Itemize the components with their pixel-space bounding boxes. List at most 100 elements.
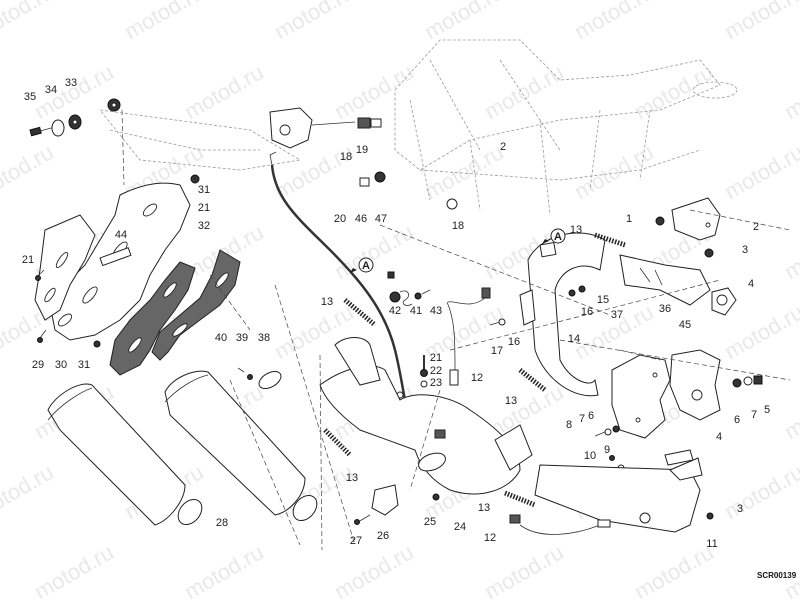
pipe-37	[619, 254, 737, 316]
watermark-text: motod.ru	[270, 0, 358, 44]
part-number-9: 9	[604, 444, 610, 456]
hardware-33-34-35	[29, 98, 200, 186]
part-number-11: 11	[706, 538, 717, 550]
part-number-46: 46	[355, 213, 367, 225]
clamp-bracket-32	[109, 249, 241, 376]
watermark-text: motod.ru	[330, 539, 418, 600]
part-number-7: 7	[751, 409, 757, 421]
part-number-25: 25	[424, 516, 436, 528]
part-number-12: 12	[471, 372, 483, 384]
watermark-text: motod.ru	[480, 59, 568, 124]
part-number-31: 31	[198, 184, 210, 196]
part-number-6: 6	[734, 414, 740, 426]
lambda-sensor-12	[446, 287, 611, 535]
svg-text:A: A	[362, 260, 370, 272]
watermark-text: motod.ru	[720, 299, 800, 364]
part-number-24: 24	[454, 521, 466, 533]
part-number-27: 27	[350, 535, 362, 547]
collector-pipe-24	[319, 337, 533, 495]
silencer-right	[164, 370, 318, 522]
guard-26	[354, 484, 440, 525]
watermark-text: motod.ru	[720, 0, 800, 44]
watermark-text: motod.ru	[570, 0, 658, 44]
part-number-43: 43	[430, 305, 442, 317]
part-number-41: 41	[410, 305, 422, 317]
hardware-21-22-23	[35, 269, 428, 388]
part-number-16: 16	[508, 336, 520, 348]
watermark-text: motod.ru	[180, 539, 268, 600]
heat-shield-44	[34, 214, 132, 321]
part-number-28: 28	[216, 517, 228, 529]
brake-pump-assembly	[269, 107, 382, 149]
part-number-42: 42	[389, 305, 401, 317]
part-number-16: 16	[581, 306, 593, 318]
part-number-26: 26	[377, 530, 389, 542]
part-number-37: 37	[611, 309, 623, 321]
watermark-text: motod.ru	[420, 139, 508, 204]
watermark-text: motod.ru	[630, 539, 718, 600]
reference-marker-a: A	[350, 257, 374, 273]
frame-label: 2	[500, 141, 506, 153]
part-number-38: 38	[258, 332, 270, 344]
part-number-5: 5	[764, 404, 770, 416]
part-number-39: 39	[236, 332, 248, 344]
drawing-code: SCR00139	[757, 571, 797, 580]
part-number-40: 40	[215, 332, 227, 344]
part-number-18: 18	[340, 151, 352, 163]
part-number-20: 20	[334, 213, 346, 225]
watermark-text: motod.ru	[570, 139, 658, 204]
part-number-19: 19	[356, 144, 368, 156]
part-number-21: 21	[22, 254, 34, 266]
watermark-text: motod.ru	[480, 539, 568, 600]
part-number-45: 45	[679, 319, 691, 331]
heat-shield-36	[611, 354, 671, 439]
part-number-13: 13	[505, 395, 517, 407]
part-number-35: 35	[24, 91, 36, 103]
part-number-31: 31	[78, 359, 90, 371]
watermark-text: motod.ru	[0, 459, 58, 524]
part-number-14: 14	[568, 333, 580, 345]
part-number-7: 7	[579, 413, 585, 425]
svg-text:A: A	[554, 231, 562, 243]
watermark-text: motod.ru	[780, 59, 800, 124]
part-number-23: 23	[430, 377, 442, 389]
part-number-21: 21	[198, 202, 210, 214]
reference-markers: AA	[350, 228, 566, 273]
part-number-13: 13	[346, 472, 358, 484]
part-number-10: 10	[584, 450, 596, 462]
watermark-text: motod.ru	[630, 59, 718, 124]
heat-shield-2	[655, 197, 721, 258]
assembly-lines	[209, 209, 791, 551]
part-number-13: 13	[478, 502, 490, 514]
watermark-text: motod.ru	[420, 0, 508, 44]
part-number-17: 17	[491, 345, 503, 357]
part-number-12: 12	[484, 532, 496, 544]
pipe-11	[534, 449, 714, 533]
part-number-6: 6	[588, 410, 594, 422]
part-number-44: 44	[115, 229, 127, 241]
part-number-13: 13	[321, 296, 333, 308]
part-number-8: 8	[566, 419, 572, 431]
hardware-5-6-7-8	[594, 375, 763, 472]
watermark-text: motod.ru	[780, 219, 800, 284]
part-number-21: 21	[430, 352, 442, 364]
part-number-30: 30	[55, 359, 67, 371]
part-number-15: 15	[597, 294, 609, 306]
part-number-2: 2	[753, 221, 759, 233]
watermark-text: motod.ru	[330, 219, 418, 284]
part-number-18: 18	[452, 220, 464, 232]
watermark-text: motod.ru	[0, 139, 58, 204]
watermark-text: motod.ru	[270, 139, 358, 204]
part-number-1: 1	[626, 213, 632, 225]
part-number-3: 3	[742, 244, 748, 256]
watermark-text: motod.ru	[720, 139, 800, 204]
watermark-text: motod.ru	[780, 379, 800, 444]
silencer-left	[47, 383, 203, 526]
part-number-3: 3	[737, 503, 743, 515]
watermark-text: motod.ru	[30, 59, 118, 124]
watermark-text: motod.ru	[0, 0, 58, 44]
hardware-41-47	[359, 171, 458, 306]
part-number-29: 29	[32, 359, 44, 371]
